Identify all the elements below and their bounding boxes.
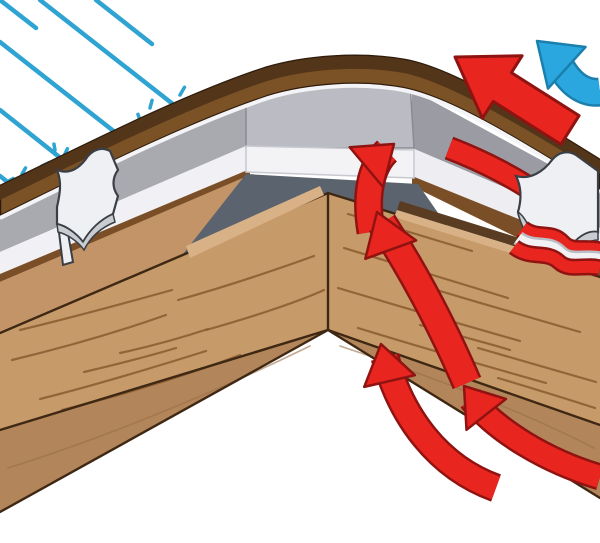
arrow-warm-air-exhaust <box>453 54 581 146</box>
deck-cut-edge-left <box>186 186 324 258</box>
arrow-airflow-baffle-wave-lower <box>508 239 600 277</box>
arrow-attic-air-rising <box>364 210 482 390</box>
arrow-airflow-baffle-wave-upper <box>516 220 600 261</box>
rain-line <box>93 0 155 47</box>
rain-line <box>37 0 186 115</box>
wind-baffle-left <box>54 147 120 267</box>
wood-grain-left <box>7 254 326 469</box>
arrow-baffle-louver-strip <box>513 231 600 267</box>
roof-deck-left-top <box>0 193 328 430</box>
rain-splash <box>178 85 187 97</box>
arrow-wind-deflection <box>535 39 600 107</box>
rain-line <box>0 0 39 31</box>
arrow-air-through-vent <box>348 140 398 235</box>
baffle-left-fold <box>56 212 116 252</box>
rain-lines <box>0 0 186 203</box>
arrow-attic-convection-right <box>460 384 600 490</box>
rain-splash <box>52 142 57 152</box>
rain-splash <box>20 166 28 176</box>
rain-splash <box>148 98 154 110</box>
airflow-arrows <box>348 39 600 502</box>
arrow-attic-convection-left <box>362 342 502 502</box>
rain-line <box>0 39 128 143</box>
